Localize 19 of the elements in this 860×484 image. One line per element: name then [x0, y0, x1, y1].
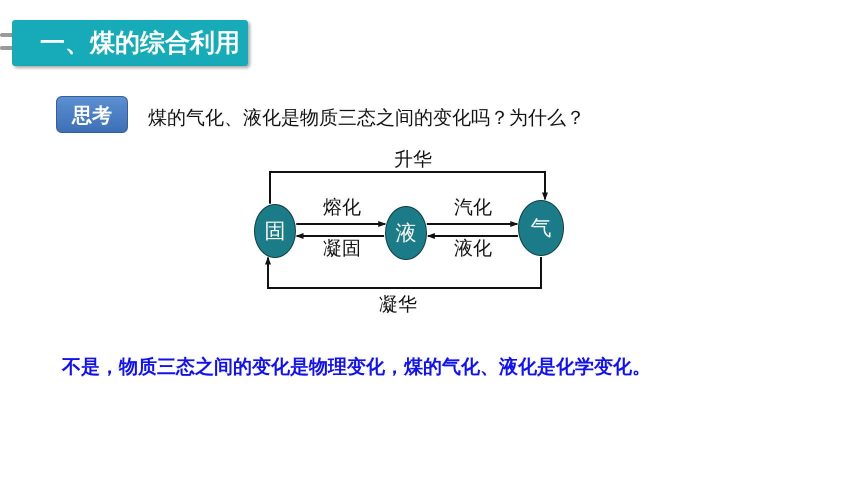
arrow — [296, 233, 384, 239]
arrow — [269, 171, 548, 204]
arrow — [426, 233, 518, 239]
arrow — [296, 221, 386, 227]
edge-label: 汽化 — [454, 198, 492, 218]
edge-label: 升华 — [394, 150, 432, 170]
edge-label: 凝华 — [379, 294, 417, 316]
edge-label: 液化 — [454, 238, 492, 260]
edge-label: 凝固 — [323, 238, 361, 260]
state-circle: 液 — [385, 206, 427, 260]
answer-text: 不是，物质三态之间的变化是物理变化，煤的气化、液化是化学变化。 — [62, 355, 651, 380]
state-circle: 固 — [254, 204, 296, 258]
edge-label: 熔化 — [323, 198, 361, 218]
state-circle: 气 — [518, 200, 564, 256]
think-badge: 思考 — [56, 96, 128, 133]
arrow — [426, 221, 518, 227]
question-text: 煤的气化、液化是物质三态之间的变化吗？为什么？ — [148, 106, 585, 131]
arrow — [265, 256, 542, 289]
title-banner: 一、煤的综合利用 — [12, 20, 248, 66]
